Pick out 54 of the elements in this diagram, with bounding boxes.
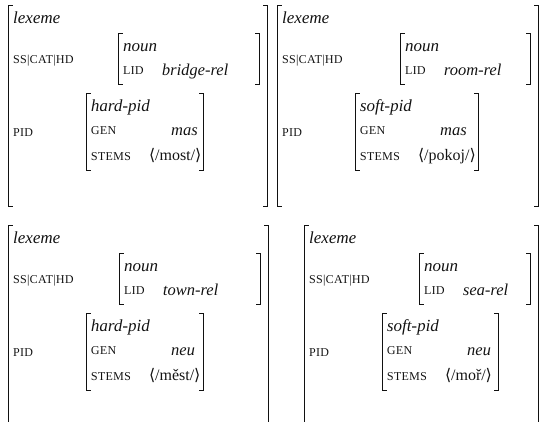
feature-value: ⟨/pokoj/⟩ [418, 146, 476, 166]
feature-name: GEN [360, 122, 386, 138]
feature-name: PID [13, 344, 34, 360]
attribute-value-matrix [86, 93, 204, 171]
feature-name: SS|CAT|HD [309, 272, 370, 286]
type-label: soft-pid [386, 315, 440, 337]
feature-value: neu [466, 339, 492, 361]
feature-name: STEMS [386, 368, 428, 384]
feature-value: town-rel [162, 279, 220, 301]
attribute-value-matrix [8, 5, 268, 207]
attribute-value-matrix [400, 33, 531, 85]
feature-name: STEMS [360, 148, 400, 164]
type-label: noun [124, 255, 159, 277]
feature-value: ⟨/most/⟩ [149, 146, 202, 166]
feature-value: mas [170, 119, 199, 141]
attribute-value-matrix [354, 93, 479, 171]
type-label: hard-pid [90, 315, 151, 337]
feature-name: LID [405, 62, 426, 78]
feature-value: bridge-rel [162, 59, 230, 81]
feature-value: neu [170, 339, 196, 361]
feature-name: PID [282, 124, 304, 140]
feature-value: ⟨/měst/⟩ [149, 366, 200, 386]
feature-name: SS|CAT|HD [13, 272, 74, 286]
attribute-value-matrix [118, 33, 260, 85]
type-label: noun [405, 35, 440, 57]
type-label: lexeme [13, 7, 62, 29]
type-label: lexeme [282, 7, 330, 29]
attribute-value-matrix [419, 253, 531, 305]
type-label: noun [123, 35, 158, 57]
feature-name: STEMS [90, 368, 132, 384]
feature-name: STEMS [90, 148, 132, 164]
feature-name: PID [309, 344, 330, 360]
feature-value: room-rel [444, 59, 502, 81]
feature-value: ⟨/moř/⟩ [445, 366, 492, 386]
type-label: noun [424, 255, 459, 277]
type-label: lexeme [13, 227, 62, 249]
feature-name: LID [123, 62, 144, 78]
attribute-value-matrix [119, 253, 261, 305]
feature-value: sea-rel [462, 279, 510, 301]
feature-value: mas [439, 119, 468, 141]
type-label: hard-pid [90, 95, 151, 117]
feature-name: GEN [90, 122, 118, 138]
attribute-value-matrix [382, 313, 499, 391]
feature-name: GEN [386, 342, 414, 358]
attribute-value-matrix [277, 5, 539, 207]
type-label: lexeme [309, 227, 358, 249]
feature-name: GEN [90, 342, 118, 358]
feature-name: SS|CAT|HD [13, 52, 74, 66]
feature-name: LID [424, 282, 445, 298]
feature-name: LID [124, 282, 145, 298]
feature-name: SS|CAT|HD [282, 52, 343, 66]
feature-name: PID [13, 124, 34, 140]
type-label: soft-pid [360, 95, 413, 117]
attribute-value-matrix [86, 313, 204, 391]
